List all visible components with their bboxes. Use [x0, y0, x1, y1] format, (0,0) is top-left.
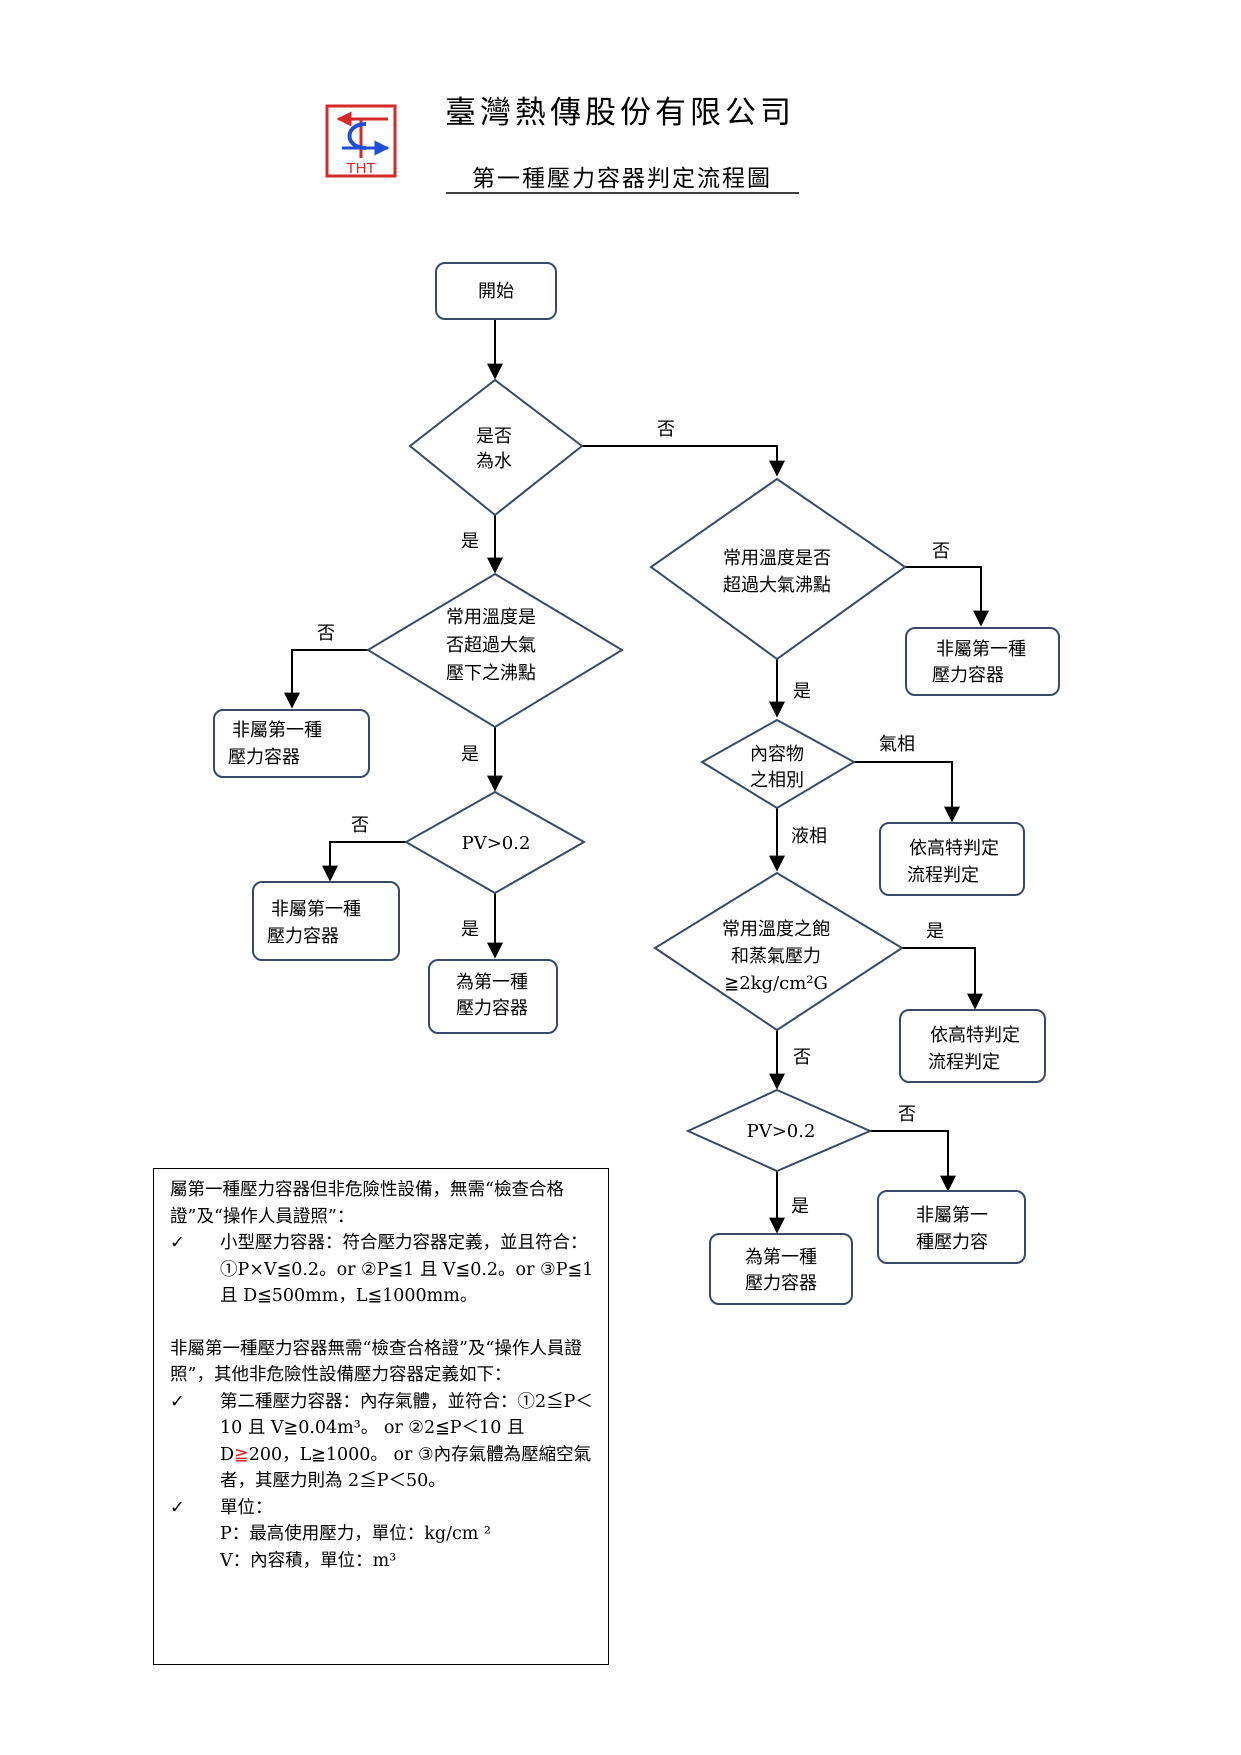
label-phase-gas: 氣相: [879, 734, 915, 755]
ht-a-label-2: 流程判定: [907, 865, 979, 886]
label-sat-no: 否: [793, 1047, 811, 1068]
logo-text: THT: [346, 160, 375, 177]
page-title: 第一種壓力容器判定流程圖: [472, 166, 772, 192]
node-not-class1-c: [905, 627, 1060, 696]
label-sat-yes: 是: [926, 921, 944, 942]
edge-pvl-no: [322, 841, 406, 882]
label-pvl-yes: 是: [461, 919, 479, 940]
shapes: [213, 262, 1060, 1305]
not-class1-b-label-2: 壓力容器: [267, 926, 339, 947]
edge-phase-gas: [854, 761, 960, 823]
notes-item-class2-text: 第二種壓力容器：內存氣體，並符合：①2≦P＜10 且 V≧0.04m³。 or …: [220, 1389, 594, 1495]
not-class1-a-label-2: 壓力容器: [228, 747, 300, 768]
edge-water-no: [582, 445, 785, 477]
not-class1-b-label-1: 非屬第一種: [271, 899, 361, 920]
notes-item-class2: ✓ 第二種壓力容器：內存氣體，並符合：①2≦P＜10 且 V≧0.04m³。 o…: [170, 1389, 594, 1495]
edge-wtemp-no: [284, 649, 368, 709]
water-temp-label-3: 壓下之沸點: [446, 663, 536, 684]
checkmark-icon: ✓: [170, 1391, 185, 1412]
checkmark-icon: ✓: [170, 1497, 185, 1518]
not-class1-c-label-1: 非屬第一種: [936, 639, 1026, 660]
company-name: 臺灣熱傳股份有限公司: [445, 95, 795, 131]
node-ref-temp: [649, 477, 907, 661]
notes-item-class2-red-symbol: ≧: [234, 1444, 249, 1465]
is-class1-right-label-1: 為第一種: [745, 1247, 817, 1268]
notes-item-units: ✓ 單位： P：最高使用壓力，單位：kg/cm ² V：內容積，單位：m³: [170, 1495, 594, 1575]
node-sat-pressure: [653, 871, 904, 1032]
start-label: 開始: [478, 281, 514, 302]
node-is-class1-right: [709, 1233, 853, 1305]
sat-label-3: ≧2kg/cm²G: [724, 973, 828, 994]
is-class1-right-label-2: 壓力容器: [745, 1273, 817, 1294]
not-class1-d-label-2: 種壓力容: [916, 1232, 988, 1253]
notes-item-units-text: 單位： P：最高使用壓力，單位：kg/cm ² V：內容積，單位：m³: [220, 1495, 594, 1575]
ref-temp-label-2: 超過大氣沸點: [723, 575, 831, 596]
ht-a-label-1: 依高特判定: [909, 838, 999, 859]
node-pv-left: [403, 790, 587, 895]
pv-left-label: PV>0.2: [462, 833, 531, 854]
ht-b-label-1: 依高特判定: [930, 1025, 1020, 1046]
label-rtemp-yes: 是: [793, 681, 811, 702]
edge-rtemp-no: [905, 566, 989, 627]
label-water-no: 否: [657, 419, 675, 440]
node-pv-right: [685, 1088, 873, 1173]
node-not-class1-d: [877, 1190, 1026, 1264]
notes-item-class2-part-b: 200，L≧1000。 or ③內存氣體為壓縮空氣者，其壓力則為 2≦P＜50。: [220, 1444, 592, 1492]
label-pvr-yes: 是: [791, 1196, 809, 1217]
ht-b-label-2: 流程判定: [928, 1052, 1000, 1073]
notes-paragraph-1: 屬第一種壓力容器但非危險性設備，無需“檢查合格證”及“操作人員證照”：: [170, 1180, 564, 1227]
notes-item-small-vessel-text: 小型壓力容器：符合壓力容器定義，並且符合：①P×V≦0.2。or ②P≦1 且 …: [220, 1233, 594, 1306]
node-ht-b: [899, 1009, 1046, 1083]
not-class1-c-label-2: 壓力容器: [932, 665, 1004, 686]
node-water-temp: [366, 572, 624, 729]
label-water-yes: 是: [461, 531, 479, 552]
notes-spacer: [170, 1310, 594, 1336]
label-wtemp-yes: 是: [461, 744, 479, 765]
is-water-label-2: 為水: [476, 451, 512, 472]
units-heading: 單位：: [220, 1497, 273, 1518]
node-phase: [700, 718, 857, 810]
sat-label-1: 常用溫度之飽: [722, 919, 830, 940]
node-is-class1-left: [428, 959, 558, 1034]
label-rtemp-no: 否: [932, 541, 950, 562]
is-water-label-1: 是否: [476, 426, 512, 447]
label-pvl-no: 否: [351, 815, 369, 836]
ref-temp-label-1: 常用溫度是否: [723, 548, 831, 569]
is-class1-left-label-2: 壓力容器: [456, 998, 528, 1019]
edge-labels: 否 是 否 是 否 是 否 是 氣相 液相 是 否 否 是: [317, 419, 950, 1217]
not-class1-a-label-1: 非屬第一種: [232, 720, 322, 741]
water-temp-label-2: 否超過大氣: [446, 635, 536, 656]
node-not-class1-a: [213, 709, 370, 778]
label-wtemp-no: 否: [317, 623, 335, 644]
not-class1-d-label-1: 非屬第一: [916, 1205, 988, 1226]
notes-box: 屬第一種壓力容器但非危險性設備，無需“檢查合格證”及“操作人員證照”： ✓ 小型…: [153, 1168, 609, 1665]
edge-pvr-no: [870, 1130, 956, 1192]
notes-paragraph-2: 非屬第一種壓力容器無需“檢查合格證”及“操作人員證照”，其他非危險性設備壓力容器…: [170, 1338, 582, 1386]
phase-label-1: 內容物: [750, 744, 804, 765]
notes-item-small-vessel: ✓ 小型壓力容器：符合壓力容器定義，並且符合：①P×V≦0.2。or ②P≦1 …: [170, 1230, 594, 1310]
connectors: [284, 320, 989, 1234]
label-pvr-no: 否: [898, 1104, 916, 1125]
edge-sat-yes: [902, 947, 983, 1010]
is-class1-left-label-1: 為第一種: [456, 972, 528, 993]
units-v: V：內容積，單位：m³: [220, 1550, 397, 1571]
node-labels: 開始 是否 為水 常用溫度是 否超過大氣 壓下之沸點 非屬第一種 壓力容器 PV…: [228, 281, 1026, 1294]
checkmark-icon: ✓: [170, 1233, 185, 1253]
node-is-water: [408, 378, 584, 517]
pv-right-label: PV>0.2: [747, 1121, 816, 1142]
notes-item-class2-part-a: 第二種壓力容器：內存氣體，並符合：①2≦P＜10 且 V≧0.04m³。 or …: [220, 1391, 593, 1465]
company-logo: THT: [325, 104, 397, 178]
node-ht-a: [879, 822, 1025, 896]
sat-label-2: 和蒸氣壓力: [731, 946, 821, 967]
label-phase-liquid: 液相: [791, 826, 827, 847]
node-start: [435, 262, 557, 320]
phase-label-2: 之相別: [750, 770, 804, 791]
node-not-class1-b: [252, 881, 400, 961]
water-temp-label-1: 常用溫度是: [446, 607, 536, 628]
units-p: P：最高使用壓力，單位：kg/cm ²: [220, 1524, 491, 1544]
